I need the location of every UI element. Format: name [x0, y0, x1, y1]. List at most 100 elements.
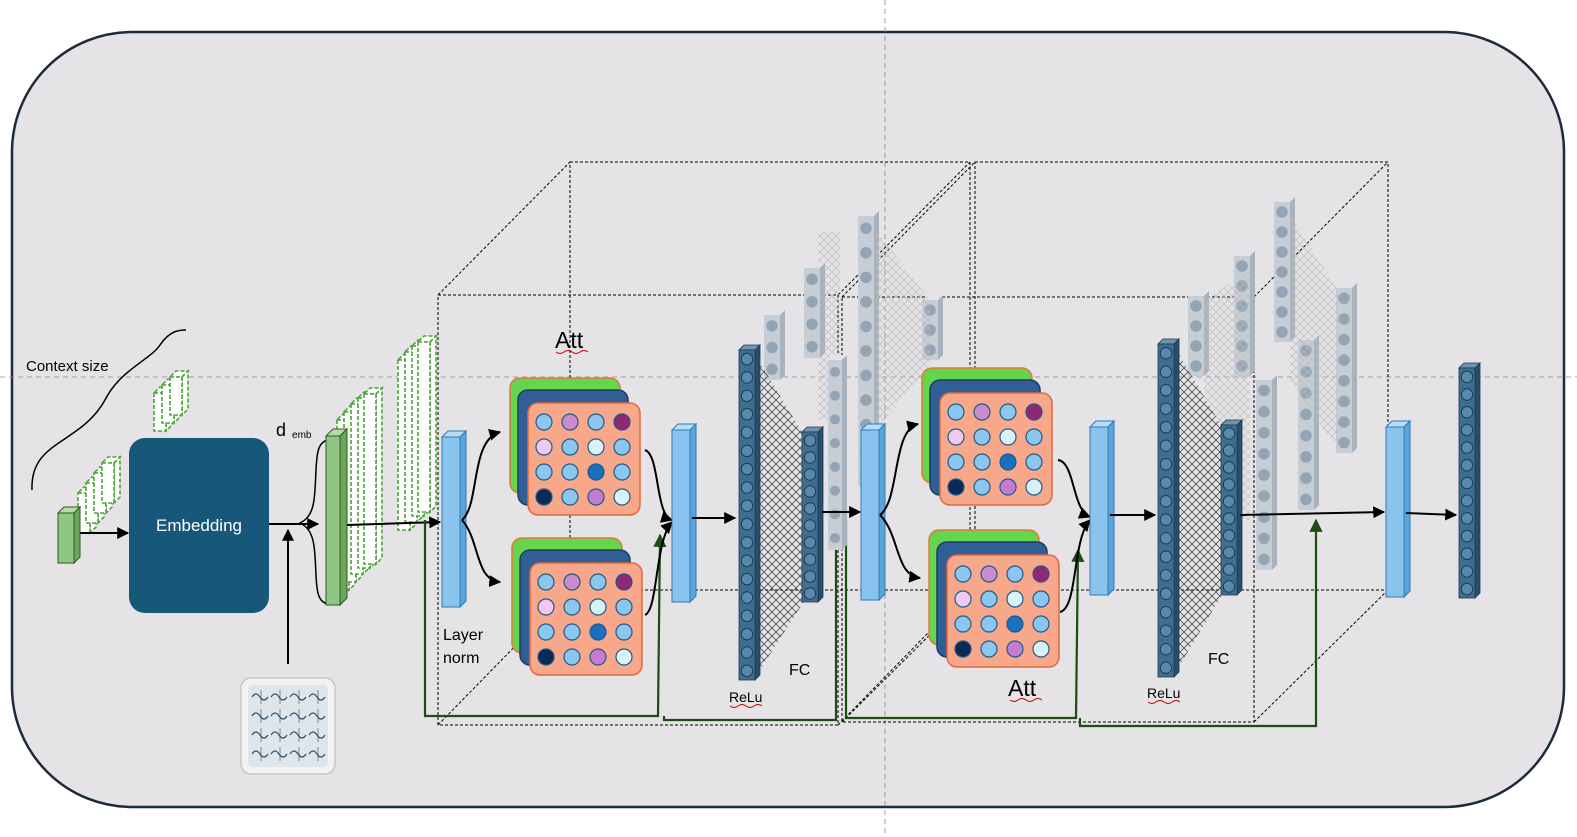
attention-weight [980, 590, 998, 608]
neuron [1258, 469, 1270, 481]
neuron [1258, 405, 1270, 418]
neuron [1300, 408, 1312, 421]
attention-weight [535, 463, 553, 481]
pe-wave [308, 693, 326, 701]
layer-norm-label-line1: Layer [443, 627, 484, 644]
neuron [803, 468, 817, 481]
attention-weight [1025, 428, 1043, 446]
neuron [803, 519, 817, 532]
attention-weight [980, 615, 998, 633]
attention-weight [537, 598, 555, 616]
neuron [806, 318, 818, 331]
neuron [740, 389, 754, 403]
neuron [1222, 461, 1236, 474]
neuron [1460, 512, 1474, 525]
layer-norm-bar [670, 422, 698, 604]
neuron [1460, 547, 1474, 561]
layer-norm-bar [1384, 419, 1412, 599]
neuron [1159, 661, 1173, 675]
arrow-head-2-bottom [879, 514, 922, 583]
blocks [440, 215, 1481, 681]
neuron [829, 438, 841, 449]
pe-wave [251, 731, 269, 739]
neuron [803, 434, 817, 447]
neuron [1190, 340, 1202, 352]
attention-weight [1032, 590, 1050, 608]
neuron [860, 222, 872, 235]
neuron [829, 366, 841, 377]
neuron [740, 352, 754, 366]
neuron [1222, 512, 1236, 525]
attention-weight [561, 413, 579, 431]
neuron [803, 536, 817, 549]
neuron [1338, 375, 1350, 387]
neuron [1236, 260, 1248, 272]
attention-weight [535, 488, 553, 506]
relu-label-1-underline [729, 704, 763, 708]
attention-weight [980, 565, 998, 583]
attention-weight [561, 438, 579, 456]
neuron [860, 369, 872, 382]
neuron [740, 444, 754, 458]
neuron [740, 536, 754, 549]
attention-weight [613, 463, 631, 481]
neuron [1222, 427, 1236, 440]
arrow-head-2-top [879, 420, 920, 516]
neuron [1460, 476, 1474, 490]
attention-weight [589, 598, 607, 616]
attention-weight [615, 598, 633, 616]
neuron [766, 320, 778, 332]
neuron [829, 509, 841, 520]
neuron [803, 570, 817, 583]
embedding-vector [324, 427, 349, 607]
neuron [1300, 493, 1312, 506]
neuron [1258, 490, 1270, 502]
neuron [1159, 513, 1173, 527]
neuron [1338, 395, 1350, 408]
attention-weight [613, 413, 631, 431]
att-label-1-underline [555, 350, 589, 354]
neuron [829, 390, 841, 401]
neuron [1222, 495, 1236, 508]
attention-weight [615, 623, 633, 641]
attention-weight [561, 463, 579, 481]
neuron [740, 572, 754, 586]
attention-weight [1025, 453, 1043, 471]
relu-label-1: ReLu [729, 689, 762, 705]
neuron [740, 481, 754, 494]
neuron [1258, 448, 1270, 460]
neuron [1159, 457, 1173, 471]
residual-connections [423, 512, 1323, 728]
attention-weight [1032, 565, 1050, 583]
neuron [740, 627, 754, 641]
attention-weight [587, 463, 605, 481]
neuron [1159, 550, 1173, 564]
dashed-token [362, 386, 384, 566]
neuron [740, 426, 754, 439]
attention-weight [615, 648, 633, 666]
neuron [1300, 451, 1312, 463]
neuron [740, 517, 754, 531]
layer-norm-label-line2: norm [443, 650, 479, 667]
context-size-brace [31, 329, 187, 491]
attention-weight [615, 573, 633, 591]
neuron [1338, 416, 1350, 428]
attention-head [511, 537, 643, 676]
attention-weight [973, 478, 991, 496]
layer-norm-bar [1088, 419, 1116, 597]
neuron [1300, 472, 1312, 484]
neuron [806, 295, 818, 308]
attention-weight [563, 598, 581, 616]
neuron [1258, 553, 1270, 566]
attention-weight [973, 403, 991, 421]
neuron [1159, 605, 1173, 619]
attention-weight [587, 488, 605, 506]
attention-weight [537, 573, 555, 591]
pe-wave [251, 693, 269, 701]
attention-weight [954, 590, 972, 608]
attention-weight [947, 453, 965, 471]
neuron [1258, 532, 1270, 545]
arrow-to-output [1405, 508, 1458, 521]
background-column [764, 310, 785, 380]
arrow-head-1-merge-bottom [644, 521, 673, 616]
